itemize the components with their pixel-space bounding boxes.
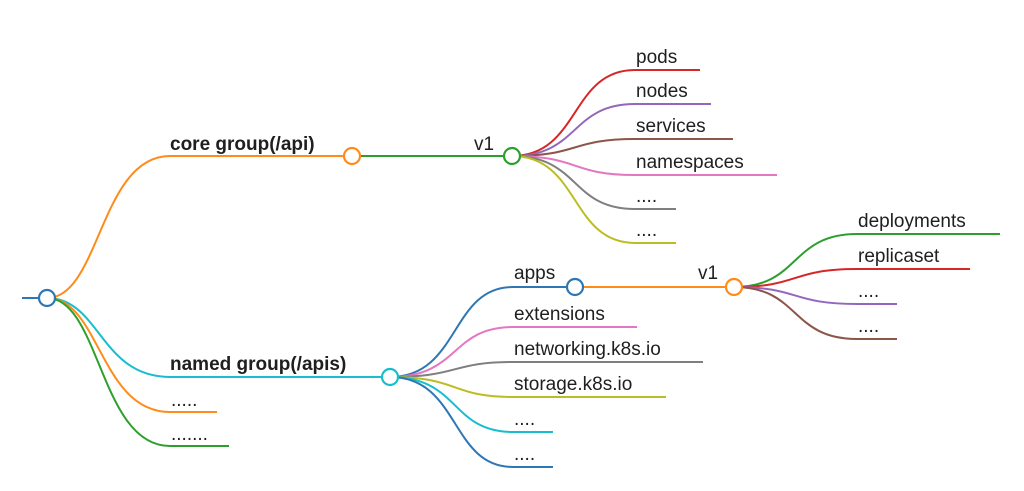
core-group-label: core group(/api) xyxy=(170,134,315,155)
named-group-label: named group(/apis) xyxy=(170,354,346,375)
edge-core-pods xyxy=(511,69,700,157)
apps-label: apps xyxy=(514,263,555,284)
apps-deployments-label: deployments xyxy=(858,211,966,232)
apps-v1-node[interactable] xyxy=(724,277,744,297)
apps-node[interactable] xyxy=(565,277,585,297)
named-group-node[interactable] xyxy=(380,367,400,387)
edge-root-core xyxy=(46,155,352,299)
edge-apps-deployments xyxy=(733,233,1000,288)
group-networking-label: networking.k8s.io xyxy=(514,339,661,360)
resource-services-label: services xyxy=(636,116,706,137)
resource-ellipsis-label: .... xyxy=(636,186,657,207)
apps-v1-label: v1 xyxy=(698,263,718,284)
edge-core-nodes xyxy=(511,103,711,157)
edge-named-extensions xyxy=(389,326,637,378)
apps-replicaset-label: replicaset xyxy=(858,246,940,267)
core-group-node[interactable] xyxy=(342,146,362,166)
edge-apps-dots1 xyxy=(733,286,897,305)
edge-root-more1 xyxy=(46,297,217,413)
core-v1-node[interactable] xyxy=(502,146,522,166)
group-ellipsis-label: .... xyxy=(514,444,535,465)
edge-named-networking xyxy=(389,361,703,378)
edge-root-more2 xyxy=(46,297,229,447)
edge-root-named xyxy=(46,297,390,378)
root-node[interactable] xyxy=(37,288,57,308)
edge-named-dots2 xyxy=(389,376,553,468)
group-extensions-label: extensions xyxy=(514,304,605,325)
edge-named-storage xyxy=(389,376,666,398)
resource-namespaces-label: namespaces xyxy=(636,152,744,173)
apps-ellipsis-label: .... xyxy=(858,281,879,302)
resource-ellipsis-label: .... xyxy=(636,220,657,241)
core-v1-label: v1 xyxy=(474,134,494,155)
more-groups-label: ..... xyxy=(171,390,197,411)
resource-pods-label: pods xyxy=(636,47,677,68)
edge-apps-replicaset xyxy=(733,268,970,288)
edge-named-apps xyxy=(389,286,575,378)
apps-ellipsis-label: .... xyxy=(858,316,879,337)
more-groups-label: ....... xyxy=(171,424,208,445)
edge-named-dots1 xyxy=(389,376,553,433)
group-ellipsis-label: .... xyxy=(514,409,535,430)
edge-core-namespaces xyxy=(511,155,777,176)
edge-core-dots2 xyxy=(511,155,676,244)
resource-nodes-label: nodes xyxy=(636,81,688,102)
edge-core-services xyxy=(511,138,733,157)
edge-core-dots1 xyxy=(511,155,676,210)
edge-apps-dots2 xyxy=(733,286,897,340)
group-storage-label: storage.k8s.io xyxy=(514,374,632,395)
